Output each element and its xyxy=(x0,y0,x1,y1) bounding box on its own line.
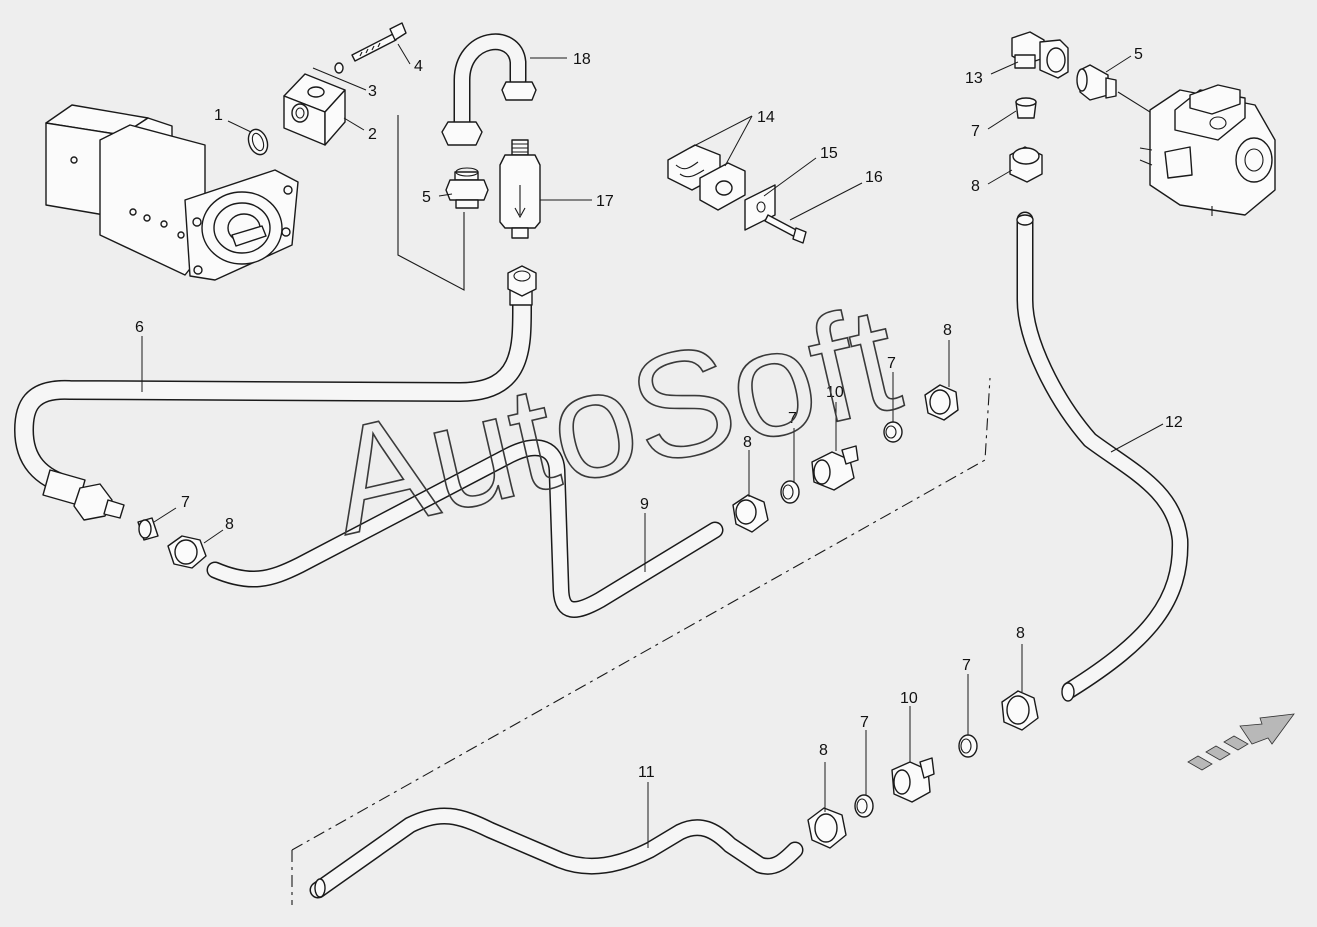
callout-13: 13 xyxy=(965,70,983,87)
watermark-text: AutoSoft xyxy=(314,273,912,566)
sleeve-7-right xyxy=(1015,97,1037,119)
callout-7-bottom-right: 7 xyxy=(962,657,971,674)
valve-block xyxy=(1117,84,1276,216)
o-ring-1 xyxy=(247,128,269,156)
callout-4: 4 xyxy=(414,58,423,75)
callout-7-left: 7 xyxy=(181,494,190,511)
callout-8-bottom-right: 8 xyxy=(1016,625,1025,642)
nut-18-upper xyxy=(501,81,537,101)
callout-10-lower: 10 xyxy=(900,690,918,707)
filter-17 xyxy=(499,139,541,239)
union-10-upper xyxy=(811,445,859,491)
bolt-16 xyxy=(764,214,807,244)
sleeve-7-bottom-left xyxy=(854,794,874,818)
union-10-lower xyxy=(891,757,935,803)
callout-15: 15 xyxy=(820,145,838,162)
callout-5-right: 5 xyxy=(1134,46,1143,63)
callout-8-mid: 8 xyxy=(743,434,752,451)
hose-fitting-lower xyxy=(42,469,125,521)
nut-8-upper xyxy=(924,384,959,421)
leader-lines xyxy=(141,43,1164,848)
callout-16: 16 xyxy=(865,169,883,186)
callout-5-left: 5 xyxy=(422,189,431,206)
nut-8-bottom-right xyxy=(1001,690,1039,731)
elbow-13 xyxy=(1011,31,1069,79)
sleeve-7-left xyxy=(137,517,159,541)
callout-14: 14 xyxy=(757,109,775,126)
nut-8-left xyxy=(167,535,207,569)
callout-3: 3 xyxy=(368,83,377,100)
nut-8-mid xyxy=(732,494,769,533)
callout-7-mid: 7 xyxy=(788,410,797,427)
callout-8-left: 8 xyxy=(225,516,234,533)
clamp-half-14b xyxy=(699,162,746,211)
nut-8-bottom-left xyxy=(807,807,847,849)
bolt-4 xyxy=(351,22,407,62)
nut-18-lower xyxy=(441,121,483,146)
callout-2: 2 xyxy=(368,126,377,143)
hose-fitting-upper xyxy=(507,265,537,306)
callout-7-right: 7 xyxy=(971,123,980,140)
reference-lines xyxy=(291,377,991,905)
callout-18: 18 xyxy=(573,51,591,68)
callout-8-bottom-left: 8 xyxy=(819,742,828,759)
callout-labels: 1 2 3 4 5 6 7 8 9 8 7 10 7 8 18 17 14 15… xyxy=(135,46,1183,781)
callout-1: 1 xyxy=(214,107,223,124)
callout-17: 17 xyxy=(596,193,614,210)
adapter-5-left xyxy=(445,167,489,209)
pump-assembly xyxy=(45,104,299,281)
washer-3 xyxy=(334,62,344,74)
callout-6: 6 xyxy=(135,319,144,336)
callout-9: 9 xyxy=(640,496,649,513)
sleeve-7-bottom-right xyxy=(958,734,978,758)
callout-7-upper: 7 xyxy=(887,355,896,372)
callout-7-bottom-left: 7 xyxy=(860,714,869,731)
pipes xyxy=(14,33,1189,899)
nut-8-right xyxy=(1009,146,1043,183)
adapter-5-right xyxy=(1076,64,1117,101)
sleeve-7-mid xyxy=(780,480,800,504)
flange-block-2 xyxy=(283,73,346,146)
direction-arrow-icon xyxy=(1187,713,1295,771)
callout-8-upper: 8 xyxy=(943,322,952,339)
callout-12: 12 xyxy=(1165,414,1183,431)
line-junction xyxy=(397,115,465,291)
callout-10-upper: 10 xyxy=(826,384,844,401)
callout-11: 11 xyxy=(638,764,655,781)
callout-8-right: 8 xyxy=(971,178,980,195)
